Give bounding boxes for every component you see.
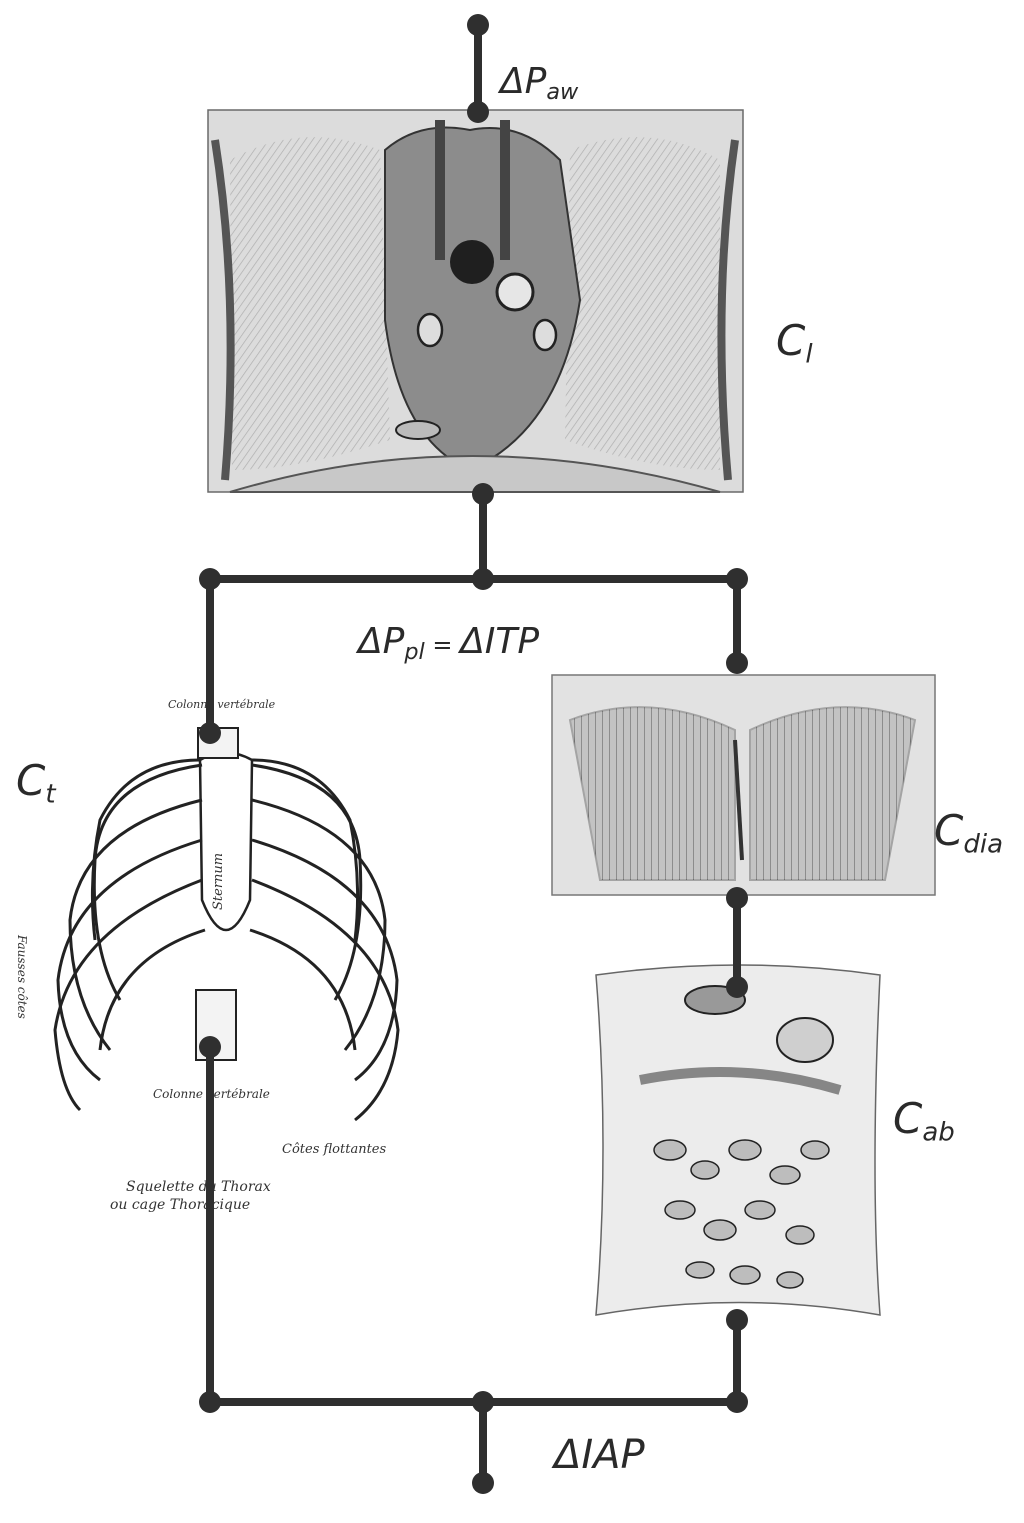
node-bottom-center (472, 1391, 494, 1413)
node-bus-right (726, 568, 748, 590)
node-lung-bottom (472, 483, 494, 505)
rib-cage-illustration: Colonne vertébrale Colonne vertébrale St… (15, 698, 400, 1213)
sternum-label: Sternum (211, 853, 226, 910)
node-abdomen-bottom (726, 1309, 748, 1331)
node-abdomen-top (726, 976, 748, 998)
diaphragm-compliance-label: Cdia (934, 806, 1004, 860)
node-bus-center (472, 568, 494, 590)
lung-compliance-label: Cl (776, 316, 813, 370)
node-chest-wall-bottom (199, 1036, 221, 1058)
node-diaphragm-top (726, 652, 748, 674)
abdomen-illustration (595, 964, 881, 1316)
node-iap-bottom (472, 1472, 494, 1494)
false-ribs-label: Fausses côtes (15, 934, 29, 1019)
top-vertebra-label: Colonne vertébrale (168, 698, 276, 711)
node-bottom-left (199, 1391, 221, 1413)
rib-cage-caption-line1: Squelette du Thorax (126, 1179, 271, 1195)
chest-wall-compliance-label: Ct (16, 756, 56, 810)
pleural-pressure-label: ΔPpl = ΔITP (358, 621, 540, 666)
node-diaphragm-bottom (726, 887, 748, 909)
lung-heart-illustration (207, 109, 744, 493)
iap-label: ΔIAP (554, 1432, 645, 1478)
abdomen-compliance-label: Cab (893, 1094, 955, 1148)
floating-ribs-label: Côtes flottantes (282, 1142, 386, 1157)
diaphragm-illustration (551, 674, 936, 896)
node-bus-left (199, 568, 221, 590)
node-paw-top (467, 14, 489, 36)
node-bottom-right (726, 1391, 748, 1413)
circuit-nodes (199, 14, 748, 1494)
node-lung-top (467, 101, 489, 123)
paw-label: ΔPaw (500, 61, 579, 106)
rib-cage-caption-line2: ou cage Thoracique (110, 1197, 250, 1213)
node-chest-wall-top (199, 722, 221, 744)
